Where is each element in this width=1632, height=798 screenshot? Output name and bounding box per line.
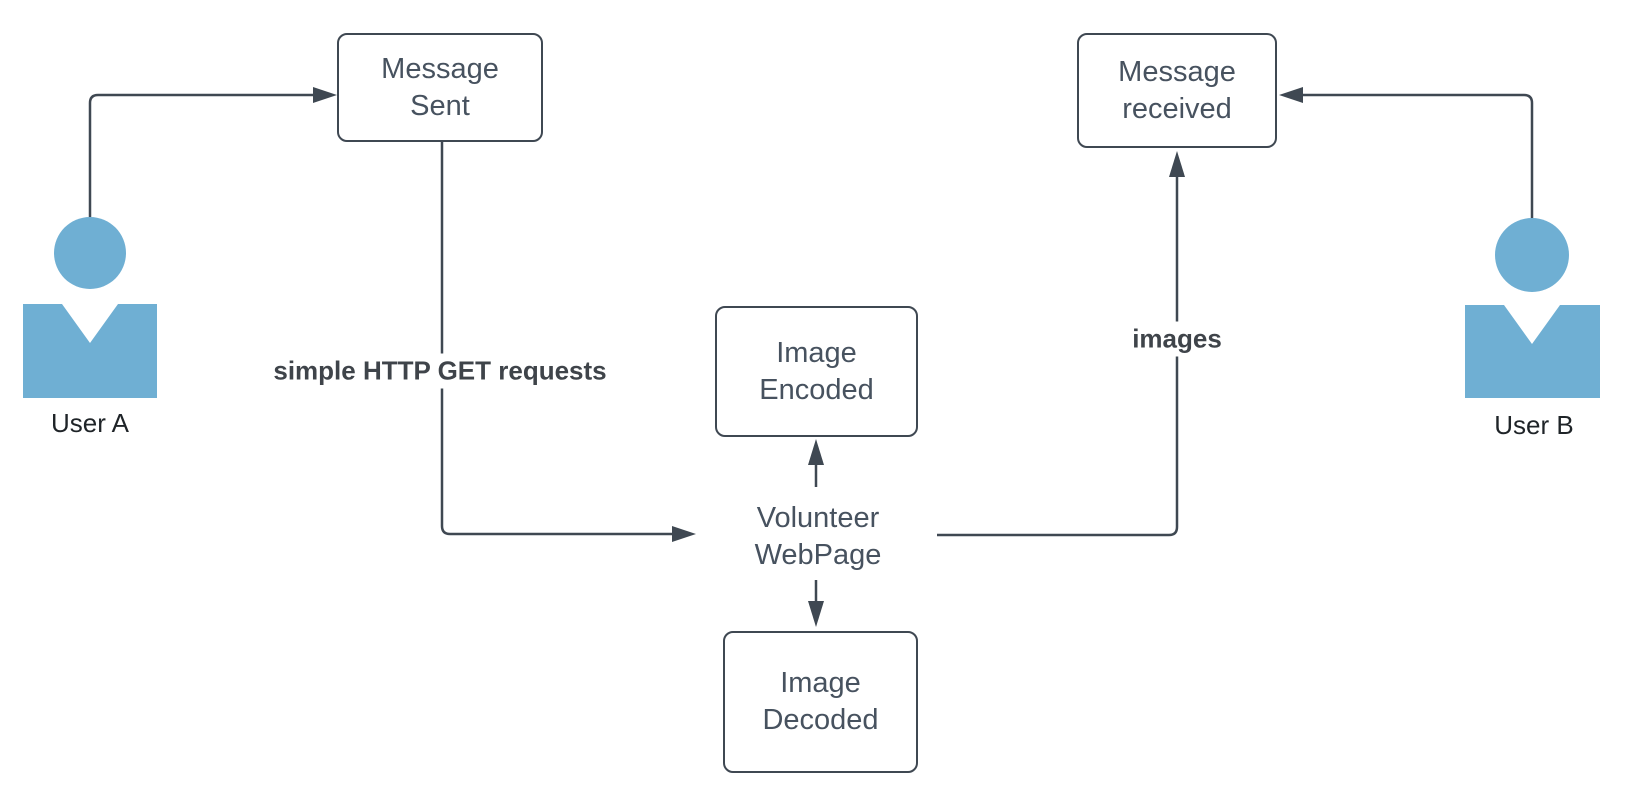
edge-label-http-get: simple HTTP GET requests (267, 353, 613, 389)
node-label-line: Message (381, 52, 499, 85)
edge-line (440, 142, 672, 536)
edge-line (1303, 93, 1534, 218)
node-volunteer-webpage: Volunteer WebPage (718, 494, 918, 580)
node-label-line: Volunteer (756, 502, 880, 534)
edge-line (937, 177, 1179, 537)
edge-webpage-to-image-encoded (808, 439, 824, 487)
user-body-icon (23, 304, 157, 398)
arrowhead-up-icon (808, 439, 824, 465)
arrowhead-right-icon (672, 526, 696, 542)
edge-message-sent-to-webpage (440, 142, 696, 542)
node-image-decoded: Image Decoded (723, 631, 918, 773)
node-label-line: Sent (410, 89, 470, 122)
edge-webpage-to-message-received (937, 151, 1185, 537)
edge-line (88, 93, 313, 217)
node-image-encoded: Image Encoded (715, 306, 918, 437)
user-b-label: User B (1494, 410, 1574, 440)
user-a-icon (23, 217, 157, 398)
arrowhead-right-icon (313, 87, 337, 103)
node-label-line: Decoded (762, 704, 879, 736)
node-label-line: Image (776, 336, 857, 369)
node-label-line: received (1122, 92, 1232, 125)
node-message-received: Message received (1077, 33, 1277, 148)
node-label-line: Encoded (759, 373, 874, 406)
edge-label-images: images (1126, 321, 1228, 357)
arrowhead-left-icon (1279, 87, 1303, 103)
edge-webpage-to-image-decoded (808, 580, 824, 627)
arrowhead-up-icon (1169, 151, 1185, 177)
node-label-line: Image (780, 667, 861, 699)
edge-userb-to-message-received (1279, 87, 1534, 218)
node-label-line: Message (1118, 55, 1236, 88)
user-head-icon (54, 217, 126, 289)
edge-usera-to-message-sent (88, 87, 337, 217)
user-a-label: User A (50, 408, 130, 438)
arrowhead-down-icon (808, 601, 824, 627)
node-label-line: WebPage (754, 539, 882, 571)
node-message-sent: Message Sent (337, 33, 543, 142)
user-head-icon (1495, 218, 1569, 292)
user-b-icon (1465, 218, 1600, 398)
user-body-icon (1465, 305, 1600, 398)
